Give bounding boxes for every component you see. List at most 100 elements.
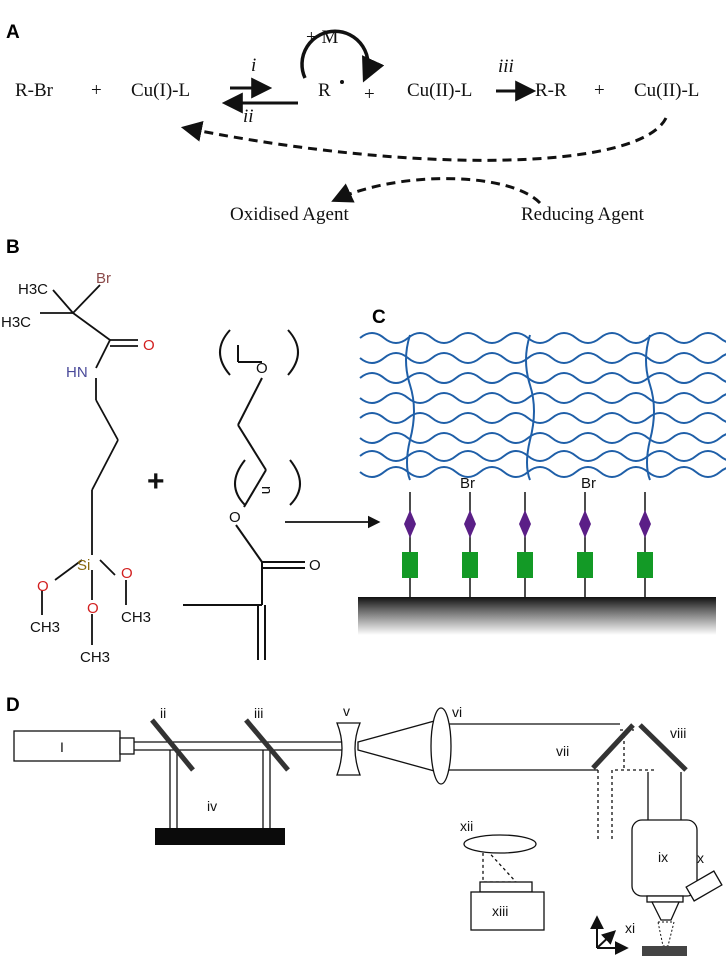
label-iv: iv xyxy=(207,798,217,814)
silicon-atom: Si xyxy=(77,557,90,574)
objective-collar xyxy=(646,895,684,903)
step-i-label: i xyxy=(251,55,256,76)
methyl-left: CH3 xyxy=(30,619,60,636)
regeneration-arrow xyxy=(180,117,668,162)
label-xi: xi xyxy=(625,920,635,936)
camera-mount-xiii xyxy=(479,881,533,893)
objective-tip xyxy=(650,901,681,921)
label-i: I xyxy=(60,739,64,755)
silane-block xyxy=(402,552,418,578)
panel-d: D xyxy=(6,695,723,956)
mirror-iii xyxy=(244,718,290,772)
methyl-right: CH3 xyxy=(121,609,151,626)
initiator-diamond xyxy=(519,510,531,538)
expanding-beam xyxy=(357,719,439,773)
methyl-lower: H3C xyxy=(1,314,31,331)
peg-ester-oxygen: O xyxy=(229,509,241,526)
crosslink-chain xyxy=(525,334,535,481)
laser-source xyxy=(13,730,121,762)
chain-end-bromine-1: Br xyxy=(460,475,475,492)
label-viii: viii xyxy=(670,725,686,741)
label-xii: xii xyxy=(460,818,473,834)
panel-label-a: A xyxy=(6,22,20,43)
label-ii: ii xyxy=(160,705,166,721)
silane-block xyxy=(637,552,653,578)
monomer-label: + M xyxy=(306,27,338,48)
polymer-chain xyxy=(359,332,726,344)
substrate-surface xyxy=(358,597,716,635)
step-iii-label: iii xyxy=(498,56,514,77)
camera-x xyxy=(685,870,723,902)
radical: R xyxy=(318,80,331,101)
camera-xiii xyxy=(470,891,545,931)
plus-sign-3: + xyxy=(594,80,605,101)
label-vi: vi xyxy=(452,704,462,720)
mirror-ii xyxy=(150,718,195,772)
focus-beam xyxy=(482,844,518,883)
peg-ether-oxygen: O xyxy=(256,360,268,377)
initiator-diamond xyxy=(404,510,416,538)
bromine-atom: Br xyxy=(96,270,111,287)
polymer-chain xyxy=(359,412,726,424)
convex-lens-vi xyxy=(430,707,452,785)
polymer-chain xyxy=(359,392,726,404)
cu1-complex: Cu(I)-L xyxy=(131,80,190,101)
mirror-viii xyxy=(638,723,688,772)
initiator-diamond xyxy=(464,510,476,538)
dichroic-vii xyxy=(591,723,635,770)
polymer-chain xyxy=(359,432,726,444)
carbonyl-oxygen: O xyxy=(143,337,155,354)
reducing-agent-label: Reducing Agent xyxy=(521,204,645,225)
label-xiii: xiii xyxy=(492,903,508,919)
label-ix: ix xyxy=(658,849,668,865)
cu2-complex-2: Cu(II)-L xyxy=(634,80,699,101)
panel-label-d: D xyxy=(6,695,20,716)
methoxy-oxygen-bottom: O xyxy=(87,600,99,617)
plus-sign-b: + xyxy=(147,465,165,498)
oxidised-agent-label: Oxidised Agent xyxy=(230,204,349,225)
focused-spot xyxy=(657,921,675,947)
silane-block xyxy=(517,552,533,578)
methyl-bottom: CH3 xyxy=(80,649,110,666)
initiator-diamond xyxy=(639,510,651,538)
step-ii-label: ii xyxy=(243,106,254,127)
crosslink-chain xyxy=(645,334,655,481)
coupled-product: R-R xyxy=(535,80,567,101)
amide-nh: HN xyxy=(66,364,88,381)
lens-xii xyxy=(463,834,537,854)
concave-lens-v xyxy=(336,722,361,776)
stage-axes xyxy=(590,915,629,955)
panel-b: B Br H3C H3C O HN Si O O O xyxy=(1,237,381,666)
methyl-upper: H3C xyxy=(18,281,48,298)
laser-aperture xyxy=(119,737,135,755)
pegma-bonds xyxy=(183,329,305,660)
sample-xi xyxy=(642,946,687,956)
radical-dot xyxy=(340,80,344,84)
panel-label-c: C xyxy=(372,307,386,328)
monomer-loop-arrow xyxy=(300,29,385,83)
methacrylate-carbonyl-oxygen: O xyxy=(309,557,321,574)
initiator-diamond xyxy=(579,510,591,538)
anchor-groups xyxy=(402,492,653,597)
panel-c: C Br Br xyxy=(358,307,726,635)
label-vii: vii xyxy=(556,743,569,759)
methoxy-oxygen-right: O xyxy=(121,565,133,582)
polymer-chain xyxy=(359,450,726,462)
initiator-bonds xyxy=(40,284,138,645)
panel-a: A + M R-Br + Cu(I)-L i ii R + Cu(II)-L i… xyxy=(6,22,699,225)
detector-iv xyxy=(155,828,285,845)
reducing-agent-arrow xyxy=(331,177,542,205)
silane-block xyxy=(462,552,478,578)
polymer-chain xyxy=(359,352,726,364)
alkyl-halide: R-Br xyxy=(15,80,54,101)
plus-sign-1: + xyxy=(91,80,102,101)
label-iii: iii xyxy=(254,705,263,721)
panel-label-b: B xyxy=(6,237,20,258)
repeat-unit-n: n xyxy=(258,486,275,494)
cu2-complex-1: Cu(II)-L xyxy=(407,80,472,101)
silane-block xyxy=(577,552,593,578)
chain-end-bromine-2: Br xyxy=(581,475,596,492)
label-x: x xyxy=(697,850,704,866)
polymer-chain xyxy=(359,466,726,478)
